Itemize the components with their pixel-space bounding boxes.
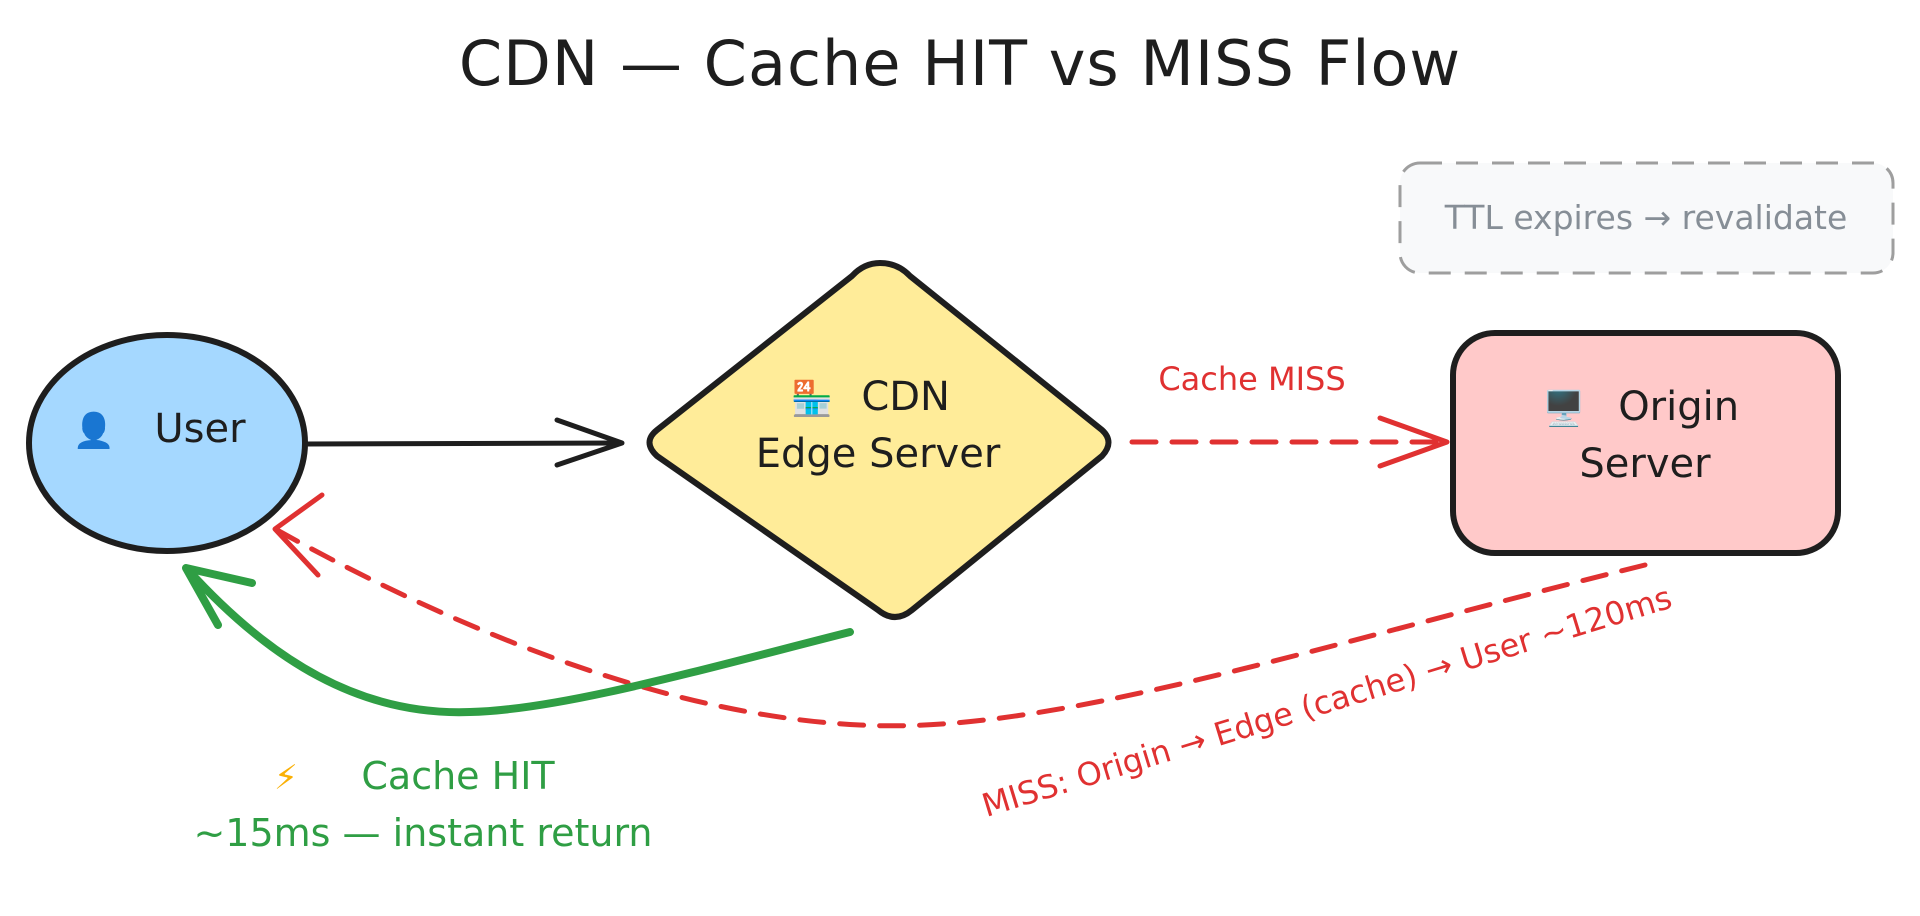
ttl-note: TTL expires → revalidate (1398, 161, 1895, 275)
edge-to-origin-arrow (1129, 415, 1450, 469)
cache-miss-label: Cache MISS (1158, 360, 1345, 398)
hit-return-arrow (182, 564, 854, 717)
user-to-edge-line (302, 440, 623, 447)
hit-return-arrowhead (182, 564, 256, 629)
user-label: User (154, 406, 246, 452)
miss-return-label: MISS: Origin → Edge (cache) → User ~120m… (977, 578, 1676, 825)
user-node-text: 👤 User (72, 406, 246, 452)
miss-return-arrowhead (272, 492, 325, 578)
cache-hit-label: ⚡ Cache HIT ~15ms — instant return (193, 754, 652, 855)
origin-server-line2: Server (1579, 441, 1711, 487)
edge-server-line2: Edge Server (756, 431, 1001, 477)
user-node[interactable]: 👤 User (26, 332, 308, 554)
diagram-title: CDN — Cache HIT vs MISS Flow (459, 27, 1461, 100)
cache-hit-line1: ⚡ Cache HIT (274, 754, 555, 798)
lightning-icon: ⚡ (274, 758, 298, 798)
user-node-shape (26, 332, 308, 554)
edge-server-line1: CDN (861, 374, 950, 420)
desktop-computer-icon: 🖥️ (1542, 389, 1584, 429)
ttl-note-box (1398, 161, 1895, 275)
convenience-store-icon: 🏪 (790, 379, 832, 419)
user-to-edge-arrow (302, 417, 625, 468)
cache-hit-line2: ~15ms — instant return (193, 811, 652, 855)
edge-server-shape (646, 260, 1112, 620)
edge-to-origin-arrowhead (1377, 415, 1450, 469)
miss-return-line (274, 527, 1648, 729)
origin-server-line1: Origin (1618, 384, 1739, 430)
edge-server-text: 🏪 CDN Edge Server (756, 374, 1001, 477)
origin-server-shape (1450, 330, 1841, 556)
origin-server-node[interactable]: 🖥️ Origin Server (1450, 330, 1841, 556)
user-to-edge-arrowhead (554, 417, 625, 468)
cache-hit-title: Cache HIT (361, 754, 555, 798)
ttl-note-text: TTL expires → revalidate (1444, 198, 1848, 237)
origin-server-text: 🖥️ Origin Server (1542, 384, 1751, 487)
miss-return-arrow (272, 492, 1648, 729)
hit-return-line (184, 566, 854, 717)
edge-server-node[interactable]: 🏪 CDN Edge Server (646, 260, 1112, 620)
user-icon: 👤 (72, 411, 114, 451)
